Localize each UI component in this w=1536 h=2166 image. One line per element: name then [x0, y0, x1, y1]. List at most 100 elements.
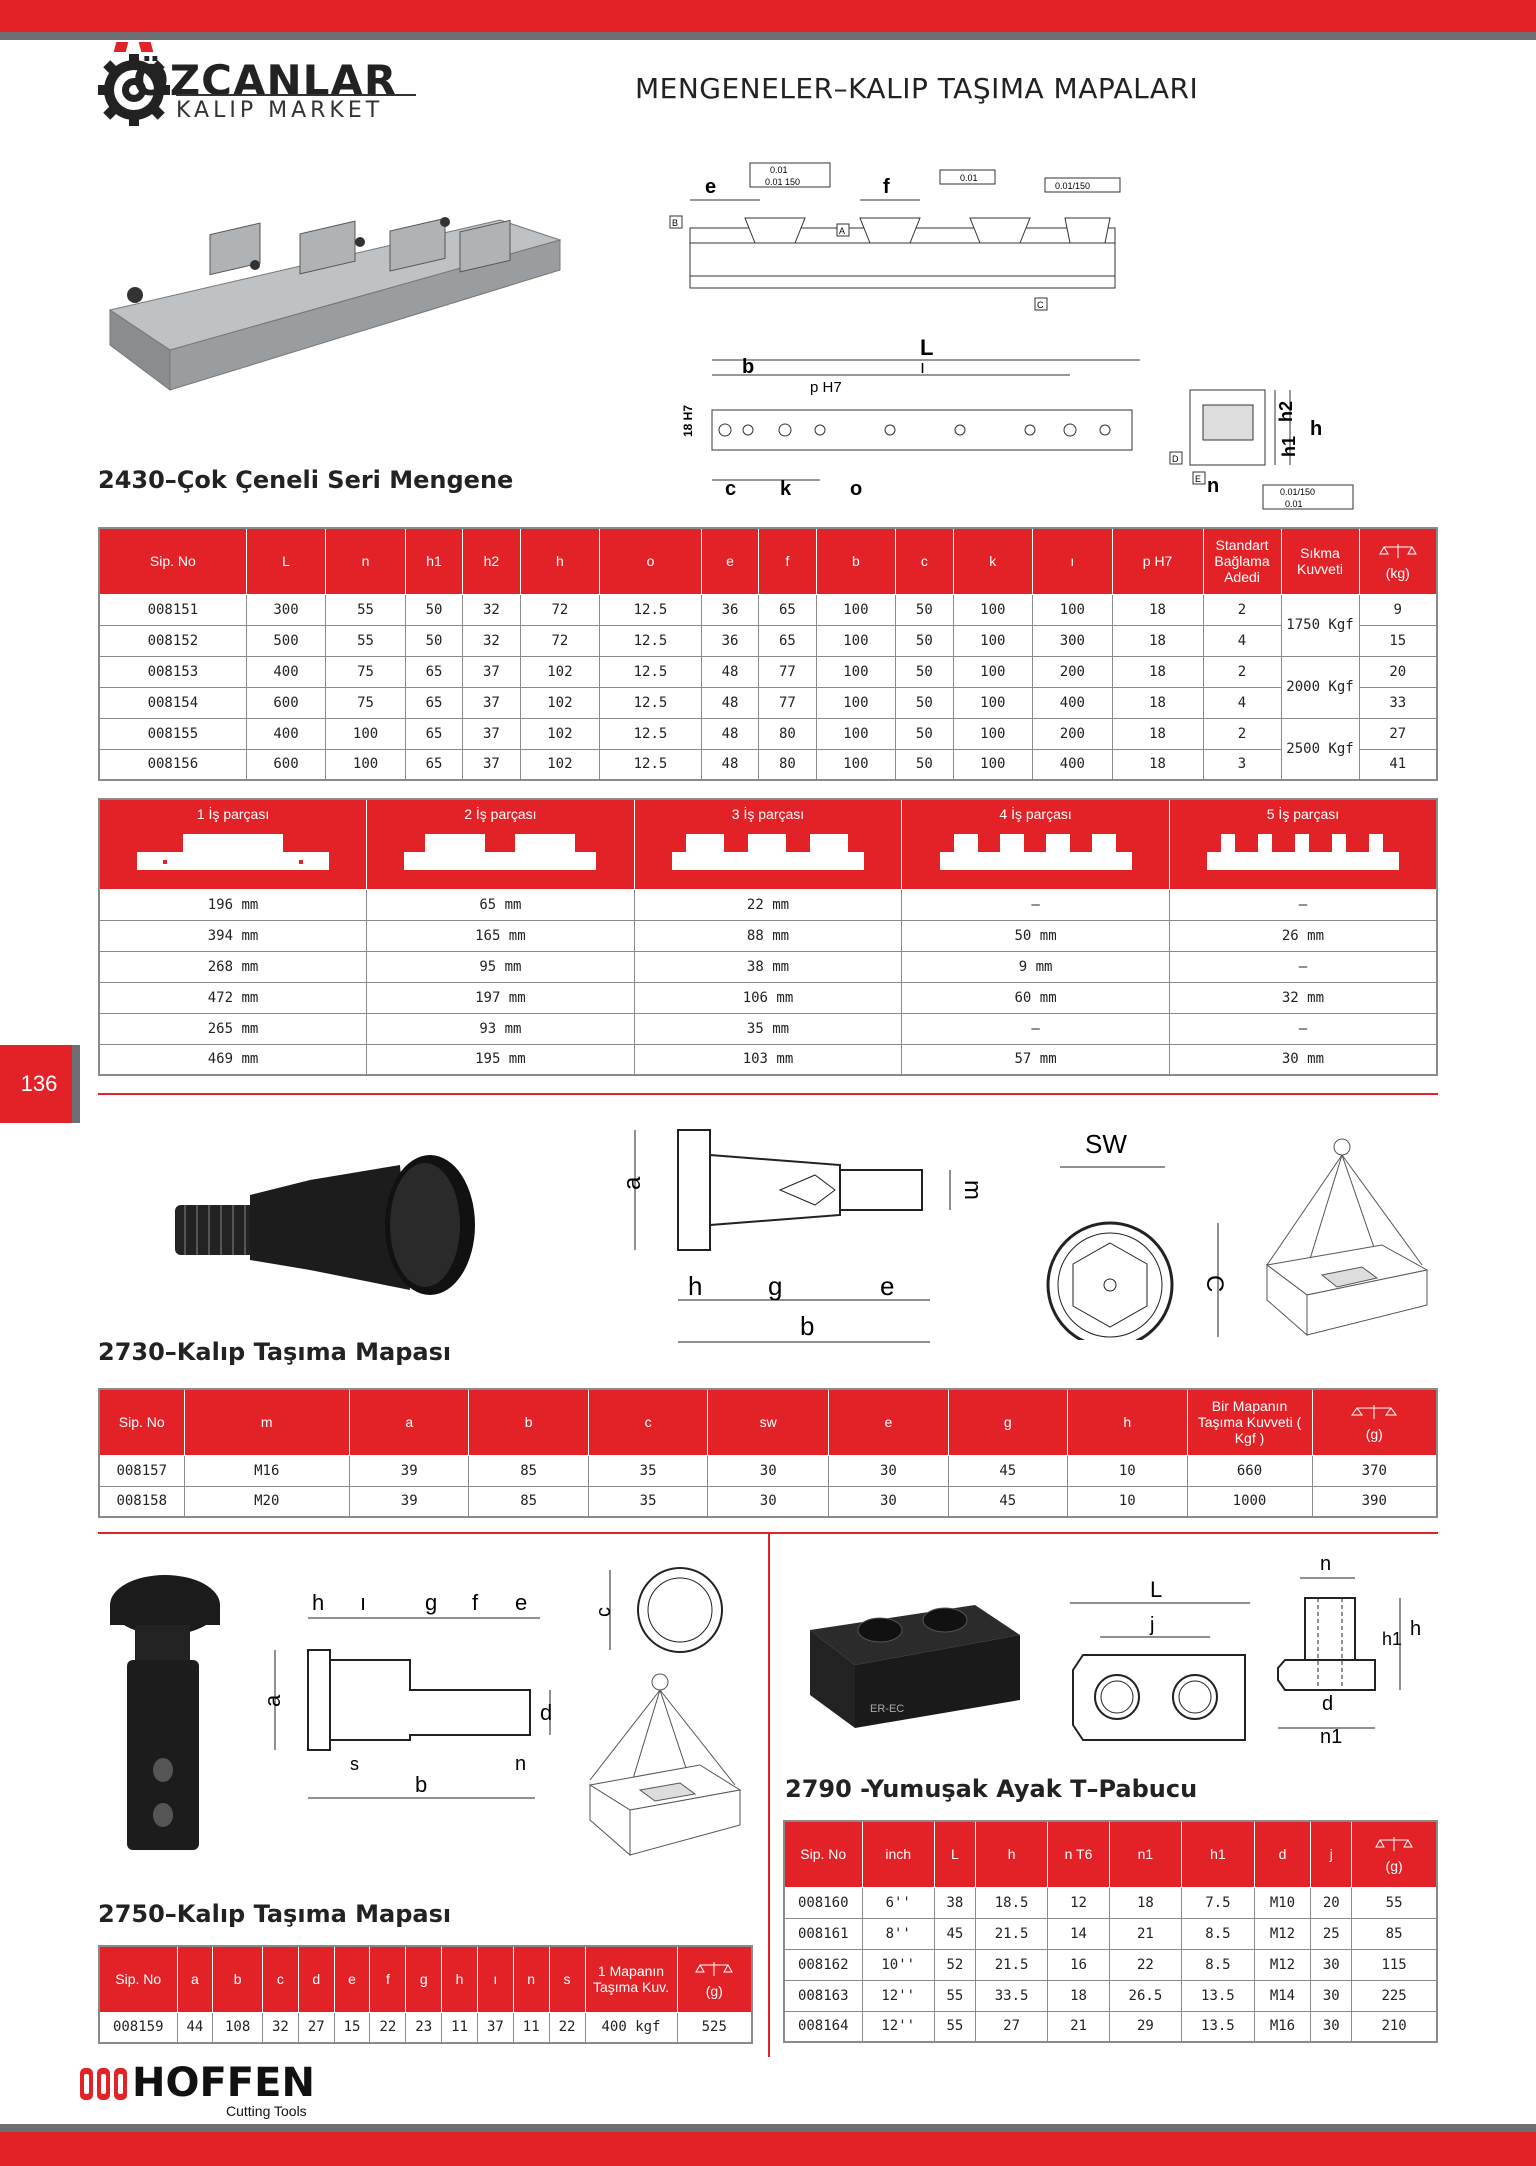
th-2-pieces: 2 İş parçası — [366, 798, 635, 890]
top-grey-bar — [0, 32, 1536, 40]
th-5-pieces: 5 İş parçası — [1168, 798, 1438, 890]
th-1-piece: 1 İş parçası — [98, 798, 368, 890]
vise-side-drawing: h2 h1 h n D E 0.01/150 0.01 — [1165, 380, 1355, 520]
5-pieces-icon — [1206, 834, 1399, 871]
svg-text:a: a — [260, 1694, 285, 1707]
weight-header: (g) — [1351, 1820, 1438, 1888]
dim-e-label-2: e — [880, 1271, 894, 1301]
weight-header: (g) — [1311, 1388, 1438, 1456]
force-cell: 2000 Kgf — [1280, 655, 1360, 719]
footer-brand: HOFFEN — [132, 2060, 315, 2106]
svg-text:0.01: 0.01 — [770, 165, 788, 175]
dim-k-label: k — [780, 478, 792, 500]
svg-text:0.01: 0.01 — [1285, 499, 1303, 509]
vise-front-drawing: e f 0.01 0.01 150 0.01 0.01/150 B A C — [665, 158, 1125, 323]
svg-text:g: g — [425, 1590, 437, 1615]
weight-header: (kg) — [1358, 527, 1438, 595]
dim-e-label: e — [705, 176, 716, 198]
multi-jaw-vise-photo — [100, 180, 570, 405]
bottom-grey-bar — [0, 2124, 1536, 2132]
th-4-pieces: 4 İş parçası — [901, 798, 1170, 890]
1-piece-icon — [137, 834, 330, 871]
gear-logo-icon — [94, 50, 174, 135]
svg-text:0.01 150: 0.01 150 — [765, 177, 800, 187]
lifting-pin-top-drawing: c — [585, 1560, 745, 1675]
svg-text:h: h — [1310, 418, 1322, 440]
svg-text:E: E — [1195, 474, 1201, 484]
brand-divider — [176, 94, 416, 96]
eye-bolt-front-drawing: SW C — [1040, 1125, 1230, 1349]
svg-text:f: f — [472, 1590, 479, 1615]
svg-text:h1: h1 — [1279, 436, 1299, 457]
page-number: 136 — [0, 1045, 78, 1123]
svg-text:0.01: 0.01 — [960, 173, 978, 183]
eye-bolt-2730-table: Sip. No m a b c sw e g h Bir Mapanın Taş… — [98, 1388, 1438, 1518]
section-title-2730: 2730–Kalıp Taşıma Mapası — [98, 1338, 452, 1366]
svg-text:0.01/150: 0.01/150 — [1055, 181, 1090, 191]
section-divider — [98, 1093, 1438, 1095]
3-pieces-icon — [671, 834, 864, 871]
dim-m-label: m — [959, 1180, 986, 1200]
force-cell: 1750 Kgf — [1280, 593, 1360, 657]
vise-top-drawing: L b ı p H7 18 H7 c k o — [680, 330, 1150, 510]
svg-text:h2: h2 — [1276, 401, 1296, 422]
th-sip-no: Sip. No — [98, 527, 247, 595]
dim-c-label: c — [725, 478, 736, 500]
footer-brand-sub: Cutting Tools — [226, 2103, 307, 2119]
section-title-2790: 2790 -Yumuşak Ayak T–Pabucu — [785, 1775, 1198, 1803]
svg-text:s: s — [350, 1754, 359, 1774]
brand-name: ÖZCANLAR — [133, 56, 398, 105]
top-red-bar — [0, 0, 1536, 32]
svg-text:c: c — [593, 1607, 615, 1617]
dim-h-label: h — [688, 1271, 702, 1301]
bottom-red-bar — [0, 2132, 1536, 2166]
dim-18h7-label: 18 H7 — [681, 405, 695, 437]
svg-text:n: n — [1207, 475, 1219, 497]
th-3-pieces: 3 İş parçası — [633, 798, 903, 890]
scale-icon — [695, 1961, 734, 1976]
svg-text:d: d — [540, 1700, 552, 1725]
brand-subtitle: KALIP MARKET — [176, 98, 384, 123]
hoffen-logo-icon — [80, 2068, 128, 2105]
dim-f-label: f — [883, 176, 890, 198]
lifting-pin-2750-table: Sip. No a b c d e f g h ı n s 1 Mapanın … — [98, 1945, 753, 2044]
weight-header: (g) — [676, 1945, 753, 2013]
section-title-2750: 2750–Kalıp Taşıma Mapası — [98, 1900, 452, 1928]
svg-text:ı: ı — [360, 1590, 366, 1615]
scale-icon — [1378, 543, 1417, 558]
lifting-sling-illustration-2 — [585, 1670, 745, 1865]
svg-text:n: n — [1320, 1553, 1331, 1575]
vise-spec-table: Sip. No L n h1 h2 h o e f b c k ı p H7 S… — [98, 527, 1438, 781]
dim-ph7-label: p H7 — [810, 379, 842, 396]
svg-text:h: h — [312, 1590, 324, 1615]
svg-text:0.01/150: 0.01/150 — [1280, 487, 1315, 497]
lifting-pin-photo — [105, 1570, 225, 1865]
eye-bolt-side-drawing: a m h g e b — [600, 1120, 1000, 1355]
dim-sw-label: SW — [1085, 1129, 1127, 1159]
t-slot-nut-side-drawing: n h1 h d n1 — [1270, 1550, 1430, 1750]
svg-text:L: L — [1150, 1577, 1162, 1602]
dim-c-label-2: C — [1201, 1275, 1228, 1292]
workpiece-table: 1 İş parçası 2 İş parçası 3 İş parçası 4… — [98, 798, 1438, 1076]
dim-g-label: g — [768, 1271, 782, 1301]
svg-text:d: d — [1322, 1693, 1333, 1715]
t-slot-nut-photo: ER-EC — [805, 1600, 1025, 1735]
t-slot-nut-2790-table: Sip. No inch L h n T6 n1 h1 d j (g) 0081… — [783, 1820, 1438, 2043]
